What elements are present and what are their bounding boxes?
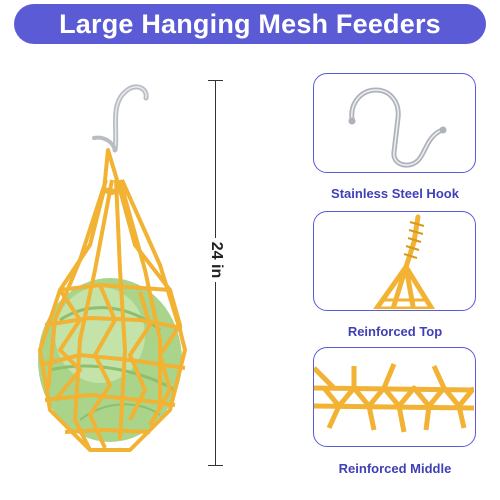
s-hook-icon — [92, 84, 149, 153]
reinforced-middle-card — [313, 347, 476, 447]
dimension-cap-top — [208, 80, 223, 81]
dimension-cap-bottom — [208, 465, 223, 466]
mesh-bag-icon — [38, 148, 187, 452]
mesh-bag-icon — [314, 363, 475, 433]
reinforced-top-card — [313, 211, 476, 311]
mesh-feeder-illustration — [38, 84, 187, 452]
page-title: Large Hanging Mesh Feeders — [59, 9, 441, 39]
reinforced-top-card-label: Reinforced Top — [347, 324, 443, 339]
title-pill: Large Hanging Mesh Feeders — [14, 4, 486, 44]
hook-card — [313, 73, 476, 173]
mesh-bag-icon — [372, 214, 436, 310]
title-banner: Large Hanging Mesh Feeders — [0, 0, 500, 48]
hook-card-label: Stainless Steel Hook — [331, 186, 459, 201]
dimension-label: 24 in — [206, 238, 226, 282]
height-dimension: 24 in — [204, 80, 228, 466]
s-hook-icon — [348, 87, 447, 168]
reinforced-middle-card-label: Reinforced Middle — [338, 461, 452, 476]
